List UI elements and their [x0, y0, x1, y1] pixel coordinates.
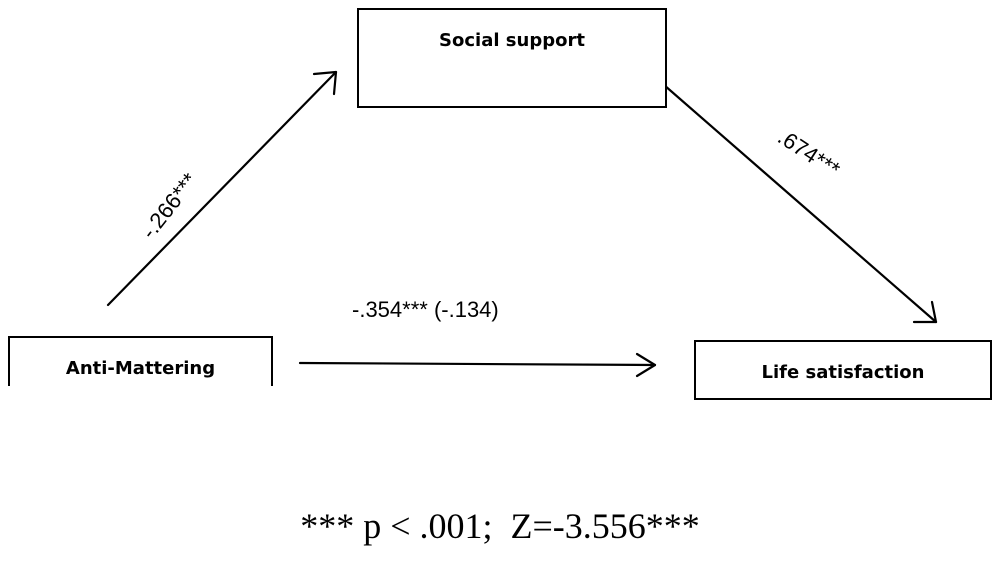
arrow-predictor-to-outcome: [298, 361, 657, 367]
node-anti-mattering-label: Anti-Mattering: [65, 358, 216, 379]
arrowhead-predictor-to-mediator: [312, 70, 338, 96]
arrow-predictor-to-mediator: [106, 70, 338, 307]
node-anti-mattering: Anti-Mattering: [8, 336, 273, 386]
node-life-satisfaction: Life satisfaction: [694, 340, 992, 400]
significance-footnote: *** p < .001; Z=-3.556***: [300, 506, 700, 546]
coefficient-c-path: -.354*** (-.134): [352, 297, 499, 322]
arrowhead-mediator-to-outcome: [912, 300, 938, 324]
arrow-mediator-to-outcome: [654, 76, 938, 324]
node-life-satisfaction-label: Life satisfaction: [761, 362, 925, 383]
arrowhead-predictor-to-outcome: [635, 352, 657, 378]
node-social-support: Social support: [357, 8, 667, 108]
node-social-support-label: Social support: [439, 30, 585, 51]
